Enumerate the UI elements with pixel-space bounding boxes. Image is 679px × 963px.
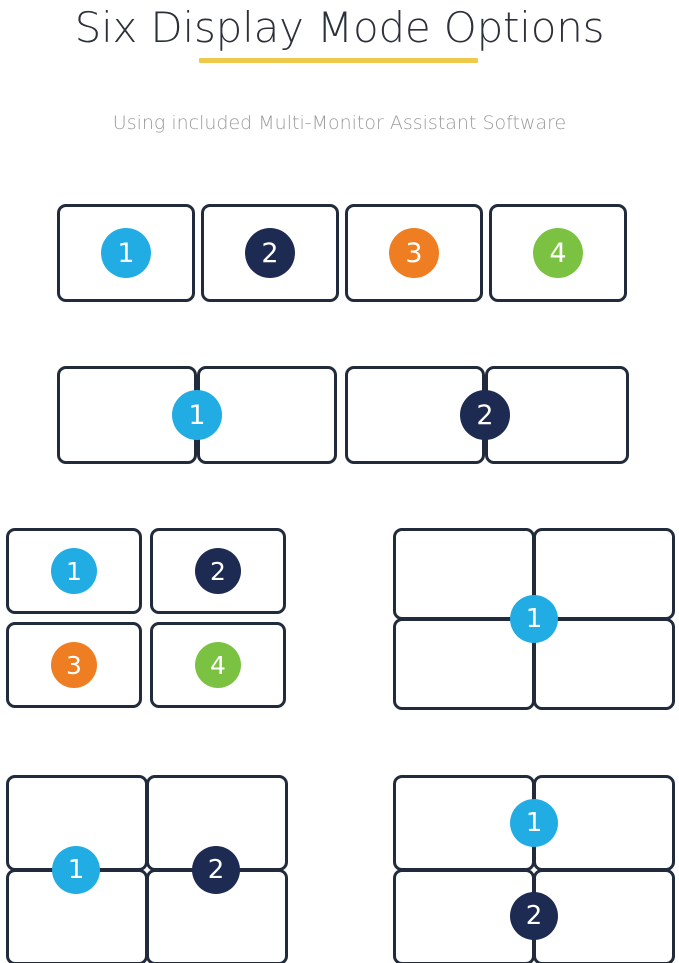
display-mode-4-quad-single-span: 1	[393, 528, 675, 710]
display-mode-6-two-horizontal-spans: 1 2	[393, 775, 675, 963]
monitor-screen	[393, 528, 535, 620]
display-badge-2: 2	[460, 390, 510, 440]
display-badge-3: 3	[51, 642, 97, 688]
display-badge-1: 1	[101, 228, 151, 278]
display-badge-4: 4	[533, 228, 583, 278]
display-badge-1: 1	[51, 548, 97, 594]
display-badge-3: 3	[389, 228, 439, 278]
display-badge-1: 1	[510, 595, 558, 643]
monitor-screen	[57, 204, 195, 302]
display-badge-4: 4	[195, 642, 241, 688]
display-mode-2-two-spanned-pairs: 1 2	[57, 366, 629, 464]
monitor-screen	[197, 366, 337, 464]
display-mode-5-two-vertical-spans: 1 2	[6, 775, 288, 963]
monitor-screen	[533, 618, 675, 710]
monitor-screen	[150, 528, 286, 614]
title-underline-accent	[199, 58, 478, 63]
display-badge-1: 1	[172, 390, 222, 440]
display-badge-2: 2	[510, 892, 558, 940]
display-badge-1: 1	[52, 846, 100, 894]
page-title: Six Display Mode Options	[74, 3, 605, 52]
display-mode-3-quad-independent: 1 2 3 4	[6, 528, 286, 708]
display-mode-1-four-independent: 1 2 3 4	[57, 204, 629, 302]
display-badge-2: 2	[195, 548, 241, 594]
display-badge-2: 2	[192, 846, 240, 894]
page-subtitle: Using included Multi-Monitor Assistant S…	[112, 112, 567, 134]
display-badge-2: 2	[245, 228, 295, 278]
display-badge-1: 1	[510, 799, 558, 847]
